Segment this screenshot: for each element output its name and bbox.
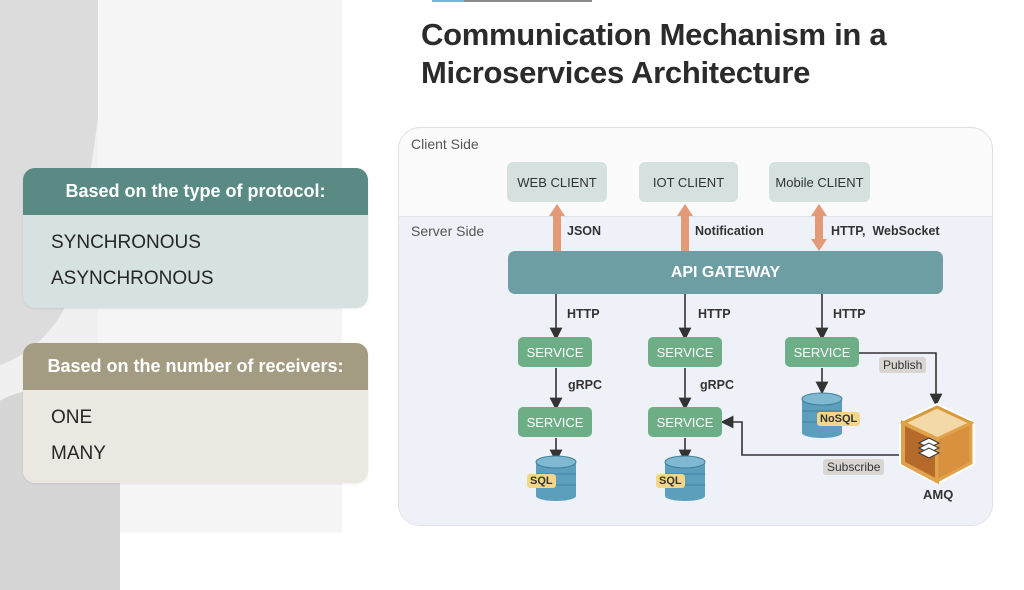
server-side-label: Server Side: [411, 223, 485, 239]
service-box-3a: SERVICE: [785, 337, 859, 367]
stack-layers-icon: [917, 437, 941, 459]
slide-title: Communication Mechanism in a Microservic…: [421, 17, 887, 90]
slide-progress-fill: [432, 0, 464, 2]
sql-tag-1: SQL: [527, 474, 556, 488]
grpc-label-1: gRPC: [568, 378, 603, 392]
protocol-type-card: Based on the type of protocol: SYNCHRONO…: [23, 168, 368, 308]
iot-client-box: IOT CLIENT: [639, 162, 738, 202]
http-websocket-label: HTTP, WebSocket: [831, 224, 940, 238]
notification-label: Notification: [695, 224, 764, 238]
mobile-client-box: Mobile CLIENT: [769, 162, 870, 202]
amq-label: AMQ: [923, 487, 954, 502]
publish-tag: Publish: [879, 357, 927, 373]
receivers-list: ONE MANY: [23, 390, 368, 483]
protocol-item-synchronous: SYNCHRONOUS: [51, 232, 201, 253]
client-side-label: Client Side: [411, 136, 479, 152]
json-label: JSON: [567, 224, 602, 238]
slide-progress-bar: [432, 0, 592, 2]
subscribe-tag: Subscribe: [823, 459, 885, 475]
protocol-item-asynchronous: ASYNCHRONOUS: [51, 268, 214, 289]
architecture-diagram: Client Side Server Side WEB CLIENT IOT C…: [398, 127, 993, 526]
receivers-item-one: ONE: [51, 407, 93, 428]
receivers-item-many: MANY: [51, 443, 106, 464]
nosql-tag: NoSQL: [817, 412, 861, 426]
iot-client-arrow: [677, 204, 693, 251]
mobile-client-arrow: [811, 204, 827, 251]
http-label-3: HTTP: [833, 307, 866, 321]
diagram-connectors: [535, 204, 975, 501]
service-box-2b: SERVICE: [648, 407, 722, 437]
receivers-card: Based on the number of receivers: ONE MA…: [23, 343, 368, 483]
publish-connector: [859, 352, 943, 407]
service-box-1a: SERVICE: [518, 337, 592, 367]
grpc-label-2: gRPC: [700, 378, 735, 392]
service-box-2a: SERVICE: [648, 337, 722, 367]
http-label-2: HTTP: [698, 307, 731, 321]
amq-queue-icon: [899, 403, 975, 485]
protocol-type-heading: Based on the type of protocol:: [23, 168, 368, 215]
http-label-1: HTTP: [567, 307, 600, 321]
protocol-type-list: SYNCHRONOUS ASYNCHRONOUS: [23, 215, 368, 308]
web-client-box: WEB CLIENT: [507, 162, 607, 202]
sql-tag-2: SQL: [656, 474, 685, 488]
service-box-1b: SERVICE: [518, 407, 592, 437]
api-gateway-box: API GATEWAY: [508, 251, 943, 294]
subscribe-connector: [720, 415, 904, 456]
receivers-heading: Based on the number of receivers:: [23, 343, 368, 390]
sql-database-icon-2: [664, 455, 706, 501]
web-client-arrow: [549, 204, 565, 251]
